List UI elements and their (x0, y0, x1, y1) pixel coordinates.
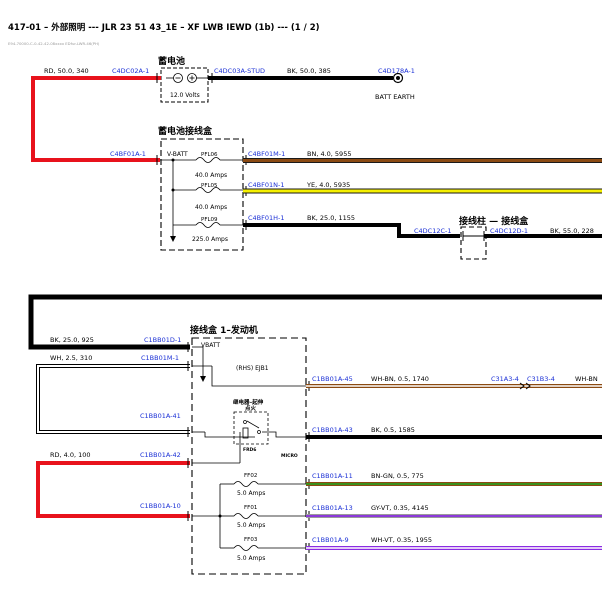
battery-conn-left: C4DC02A-1 (112, 67, 149, 75)
engine-box-ejb: (RHS) EJB1 (236, 365, 269, 372)
battery-box-wire-2: YE, 4.0, 5935 (306, 181, 350, 189)
engine-conn-left-4: C1BB01A-42 (140, 451, 181, 459)
junction-post-box (460, 226, 487, 260)
engine-wire-left-4: RD, 4.0, 100 (50, 451, 91, 459)
junction-post-conn-left: C4DC12C-1 (414, 227, 452, 235)
battery-earth-conn: C4D178A-1 (378, 67, 415, 75)
relay-id: FRD6 (243, 447, 256, 453)
engine-conn-left-5: C1BB01A-10 (140, 502, 181, 510)
engine-wire-left-1: BK, 25.0, 925 (50, 336, 94, 344)
engine-junction-box (191, 337, 307, 575)
battery-wire-left-label: RD, 50.0, 340 (44, 67, 89, 75)
fuse-ff01-name: FF01 (244, 505, 257, 511)
fuse-pfl05-rating: 40.0 Amps (195, 204, 227, 211)
inline-connector-icon (519, 382, 525, 390)
engine-wire-right-5: WH-VT, 0.35, 1955 (371, 536, 432, 544)
battery-box-wire-1: BN, 4.0, 5955 (307, 150, 351, 158)
fuse-ff02-name: FF02 (244, 473, 257, 479)
fuse-ff03-name: FF03 (244, 537, 258, 543)
engine-conn-right-2: C1BB01A-43 (312, 426, 353, 434)
battery-box-out-conn-2: C4BF01N-1 (248, 181, 285, 189)
battery-wire-right-label: BK, 50.0, 385 (287, 67, 331, 75)
fuse-ff01-icon (233, 513, 259, 519)
black-wire-to-post (243, 223, 460, 238)
engine-conn-left-2: C1BB01M-1 (141, 354, 179, 362)
junction-post-conn-right: C4DC12D-1 (490, 227, 528, 235)
relay-title-1: 继电器–起伸 (233, 398, 264, 406)
battery-box-title: 蓄电池接线盒 (158, 125, 213, 137)
engine-conn-left-3: C1BB01A-41 (140, 412, 181, 420)
relay-box (233, 411, 269, 445)
battery-box (160, 67, 209, 103)
fuse-ff02-icon (233, 481, 259, 487)
main-feed-black-wire (28, 294, 602, 350)
engine-extra-wire: WH-BN (575, 375, 598, 383)
battery-box-wire-3: BK, 25.0, 1155 (307, 214, 355, 222)
battery-conn-right: C4DC03A-STUD (214, 67, 265, 75)
engine-wire-right-3: BN-GN, 0.5, 775 (371, 472, 424, 480)
page-title: 417-01 – 外部照明 --- JLR 23 51 43_1E – XF L… (8, 22, 320, 33)
engine-box-title: 接线盒 1–发动机 (190, 324, 258, 336)
battery-box-in-conn: C4BF01A-1 (110, 150, 146, 158)
relay-title-2: 点火 (245, 404, 257, 412)
engine-wire-right-1: WH-BN, 0.5, 1740 (371, 375, 429, 383)
battery-earth-label: BATT EARTH (375, 93, 415, 101)
engine-conn-right-4: C1BB01A-13 (312, 504, 353, 512)
battery-junction-box (160, 138, 244, 251)
battery-box-vbatt: V-BATT (167, 151, 188, 158)
engine-wire-right-2: BK, 0.5, 1585 (371, 426, 415, 434)
battery-title: 蓄电池 (158, 55, 185, 67)
fuse-pfl06-icon (195, 157, 221, 163)
fuse-ff02-rating: 5.0 Amps (237, 490, 265, 497)
battery-red-wire (31, 76, 161, 162)
engine-box-vbatt: VBATT (201, 342, 220, 349)
fuse-pfl09-icon (195, 222, 221, 228)
engine-wire-left-2: WH, 2.5, 310 (50, 354, 92, 362)
engine-conn-right-1: C1BB01A-45 (312, 375, 353, 383)
fuse-pfl06-name: PFL06 (201, 152, 218, 158)
fuse-pfl05-name: PFL05 (201, 183, 218, 189)
relay-coil-icon (242, 427, 249, 439)
fuse-ff03-icon (233, 545, 259, 551)
engine-extra-conn-a: C31A3-4 (491, 375, 519, 383)
relay-micro: MICRO (281, 453, 298, 459)
fuse-ff03-rating: 5.0 Amps (237, 555, 265, 562)
fuse-ff01-rating: 5.0 Amps (237, 522, 265, 529)
fuse-pfl05-icon (195, 187, 221, 193)
junction-post-wire: BK, 55.0, 228 (550, 227, 594, 235)
fuse-pfl09-name: PFL09 (201, 217, 218, 223)
engine-conn-right-5: C1BB01A-9 (312, 536, 349, 544)
white-wire (36, 364, 190, 434)
battery-voltage: 12.0 Volts (170, 92, 200, 99)
engine-conn-left-1: C1BB01D-1 (144, 336, 181, 344)
engine-extra-conn-b: C31B3-4 (527, 375, 555, 383)
relay-switch-icon (246, 420, 260, 429)
battery-box-out-conn-3: C4BF01H-1 (248, 214, 285, 222)
engine-conn-right-3: C1BB01A-11 (312, 472, 353, 480)
battery-box-out-conn-1: C4BF01M-1 (248, 150, 285, 158)
engine-red-wire (36, 461, 190, 518)
page-subtitle: E94-70000-C-0-42-42-08xxxx EDfur-LWR-46(… (8, 41, 100, 46)
fuse-pfl06-rating: 40.0 Amps (195, 172, 227, 179)
junction-post-title: 接线柱 — 接线盒 (459, 215, 529, 227)
fuse-pfl09-rating: 225.0 Amps (192, 236, 228, 243)
engine-wire-right-4: GY-VT, 0.35, 4145 (371, 504, 429, 512)
